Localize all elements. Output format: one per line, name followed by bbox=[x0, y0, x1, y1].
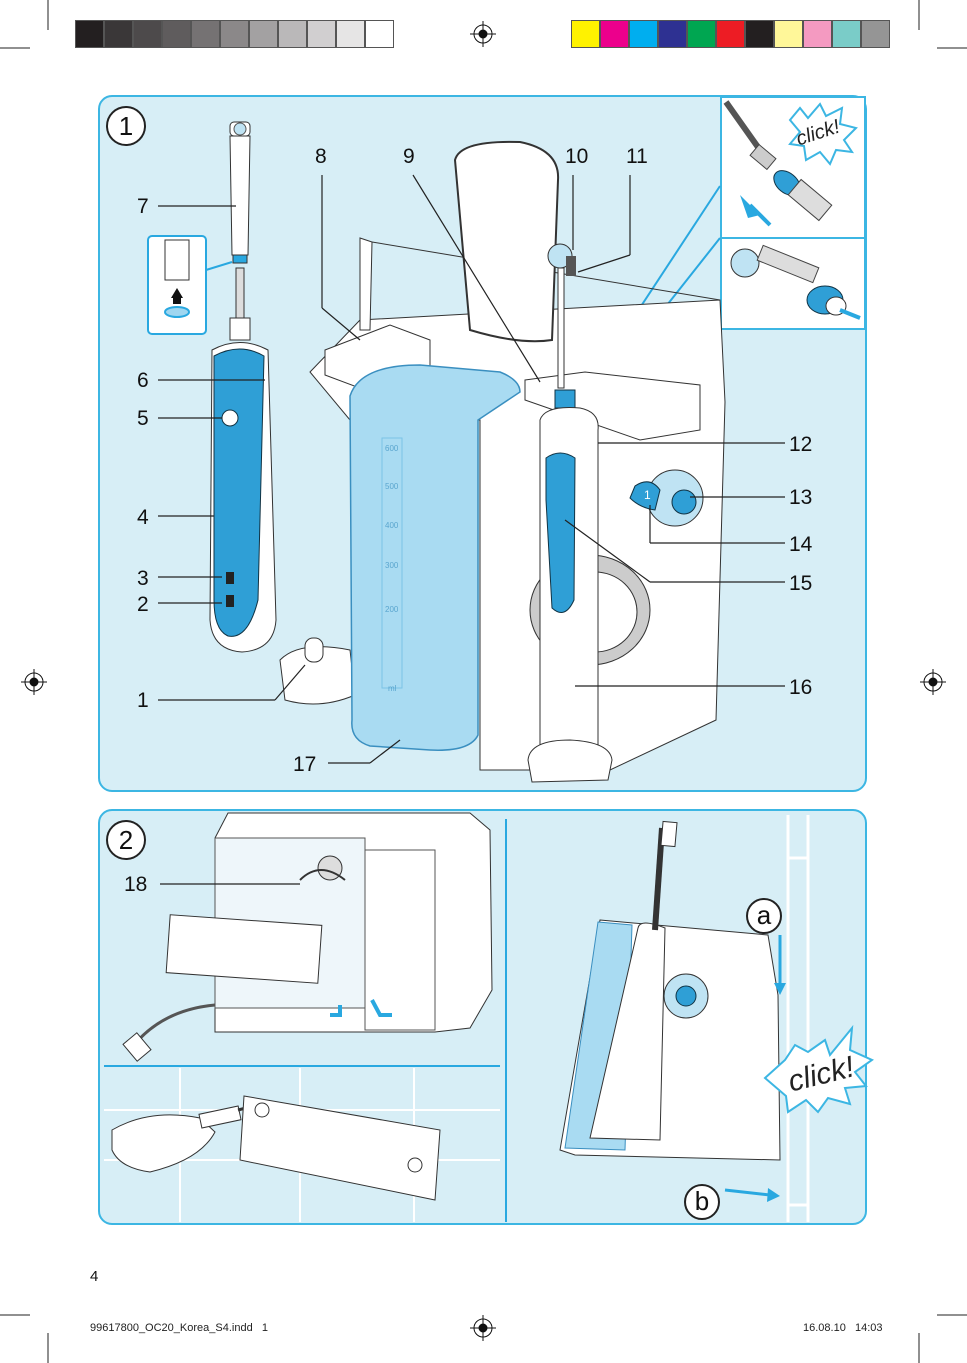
brush-ring-inset-icon bbox=[147, 235, 207, 335]
file-slug: 99617800_OC20_Korea_S4.indd 1 bbox=[90, 1322, 268, 1334]
registration-mark-top bbox=[470, 21, 496, 47]
color-swatch bbox=[133, 20, 162, 48]
color-swatch bbox=[629, 20, 658, 48]
unit-mounting-icon bbox=[559, 820, 786, 1202]
callout-7: 7 bbox=[137, 195, 149, 218]
color-swatch bbox=[687, 20, 716, 48]
unit-back-icon bbox=[122, 812, 493, 1062]
color-swatch bbox=[104, 20, 133, 48]
callout-4: 4 bbox=[137, 506, 149, 529]
step-b-label: b bbox=[684, 1184, 720, 1220]
tank-mark-300: 300 bbox=[385, 561, 399, 570]
color-swatch bbox=[861, 20, 890, 48]
color-swatch bbox=[774, 20, 803, 48]
tank-mark-200: 200 bbox=[385, 605, 399, 614]
date-slug: 16.08.10 14:03 bbox=[803, 1322, 883, 1334]
callout-14: 14 bbox=[789, 533, 813, 556]
inset-nozzle-click-icon bbox=[723, 100, 833, 227]
color-swatch bbox=[307, 20, 336, 48]
color-swatch bbox=[191, 20, 220, 48]
color-swatch bbox=[658, 20, 687, 48]
tank-mark-500: 500 bbox=[385, 482, 399, 491]
registration-mark-left bbox=[21, 669, 47, 695]
water-tank-icon bbox=[349, 364, 521, 751]
callout-8: 8 bbox=[315, 145, 327, 168]
color-swatch bbox=[336, 20, 365, 48]
callout-1: 1 bbox=[137, 689, 149, 712]
callout-9: 9 bbox=[403, 145, 415, 168]
hand-screwdriver-icon bbox=[111, 1095, 441, 1201]
click-burst-icon bbox=[788, 102, 858, 166]
callout-2: 2 bbox=[137, 593, 149, 616]
color-swatch bbox=[832, 20, 861, 48]
callout-16: 16 bbox=[789, 676, 813, 699]
color-swatch bbox=[600, 20, 629, 48]
registration-mark-bottom bbox=[470, 1315, 496, 1341]
toothbrush-handle-icon bbox=[209, 267, 277, 653]
tank-mark-ml: ml bbox=[388, 684, 397, 693]
callout-18: 18 bbox=[124, 873, 148, 896]
brush-head-icon bbox=[229, 121, 251, 264]
inset-brush-head-icon bbox=[730, 244, 861, 320]
callout-15: 15 bbox=[789, 572, 813, 595]
tank-mark-400: 400 bbox=[385, 521, 399, 530]
step-a-label: a bbox=[746, 898, 782, 934]
color-swatch bbox=[162, 20, 191, 48]
callout-6: 6 bbox=[137, 369, 149, 392]
callout-5: 5 bbox=[137, 407, 149, 430]
page-number: 4 bbox=[90, 1268, 99, 1285]
figure-1-number: 1 bbox=[106, 106, 146, 146]
irrigator-handle-icon bbox=[527, 243, 613, 783]
color-swatch bbox=[745, 20, 774, 48]
callout-17: 17 bbox=[293, 753, 317, 776]
color-swatch bbox=[716, 20, 745, 48]
dial-setting-number: 1 bbox=[644, 488, 651, 502]
callout-10: 10 bbox=[565, 145, 589, 168]
color-swatch bbox=[571, 20, 600, 48]
color-swatch bbox=[75, 20, 104, 48]
callout-3: 3 bbox=[137, 567, 149, 590]
callout-13: 13 bbox=[789, 486, 813, 509]
color-swatch bbox=[249, 20, 278, 48]
color-swatch bbox=[220, 20, 249, 48]
figure-2-number: 2 bbox=[106, 820, 146, 860]
figure-1-leader-lines bbox=[158, 174, 785, 764]
color-swatch bbox=[803, 20, 832, 48]
callout-12: 12 bbox=[789, 433, 813, 456]
color-swatch bbox=[365, 20, 394, 48]
registration-mark-right bbox=[920, 669, 946, 695]
tank-mark-600: 600 bbox=[385, 444, 399, 453]
click-burst-large-icon bbox=[763, 1024, 875, 1114]
color-swatch bbox=[278, 20, 307, 48]
callout-11: 11 bbox=[626, 145, 648, 168]
